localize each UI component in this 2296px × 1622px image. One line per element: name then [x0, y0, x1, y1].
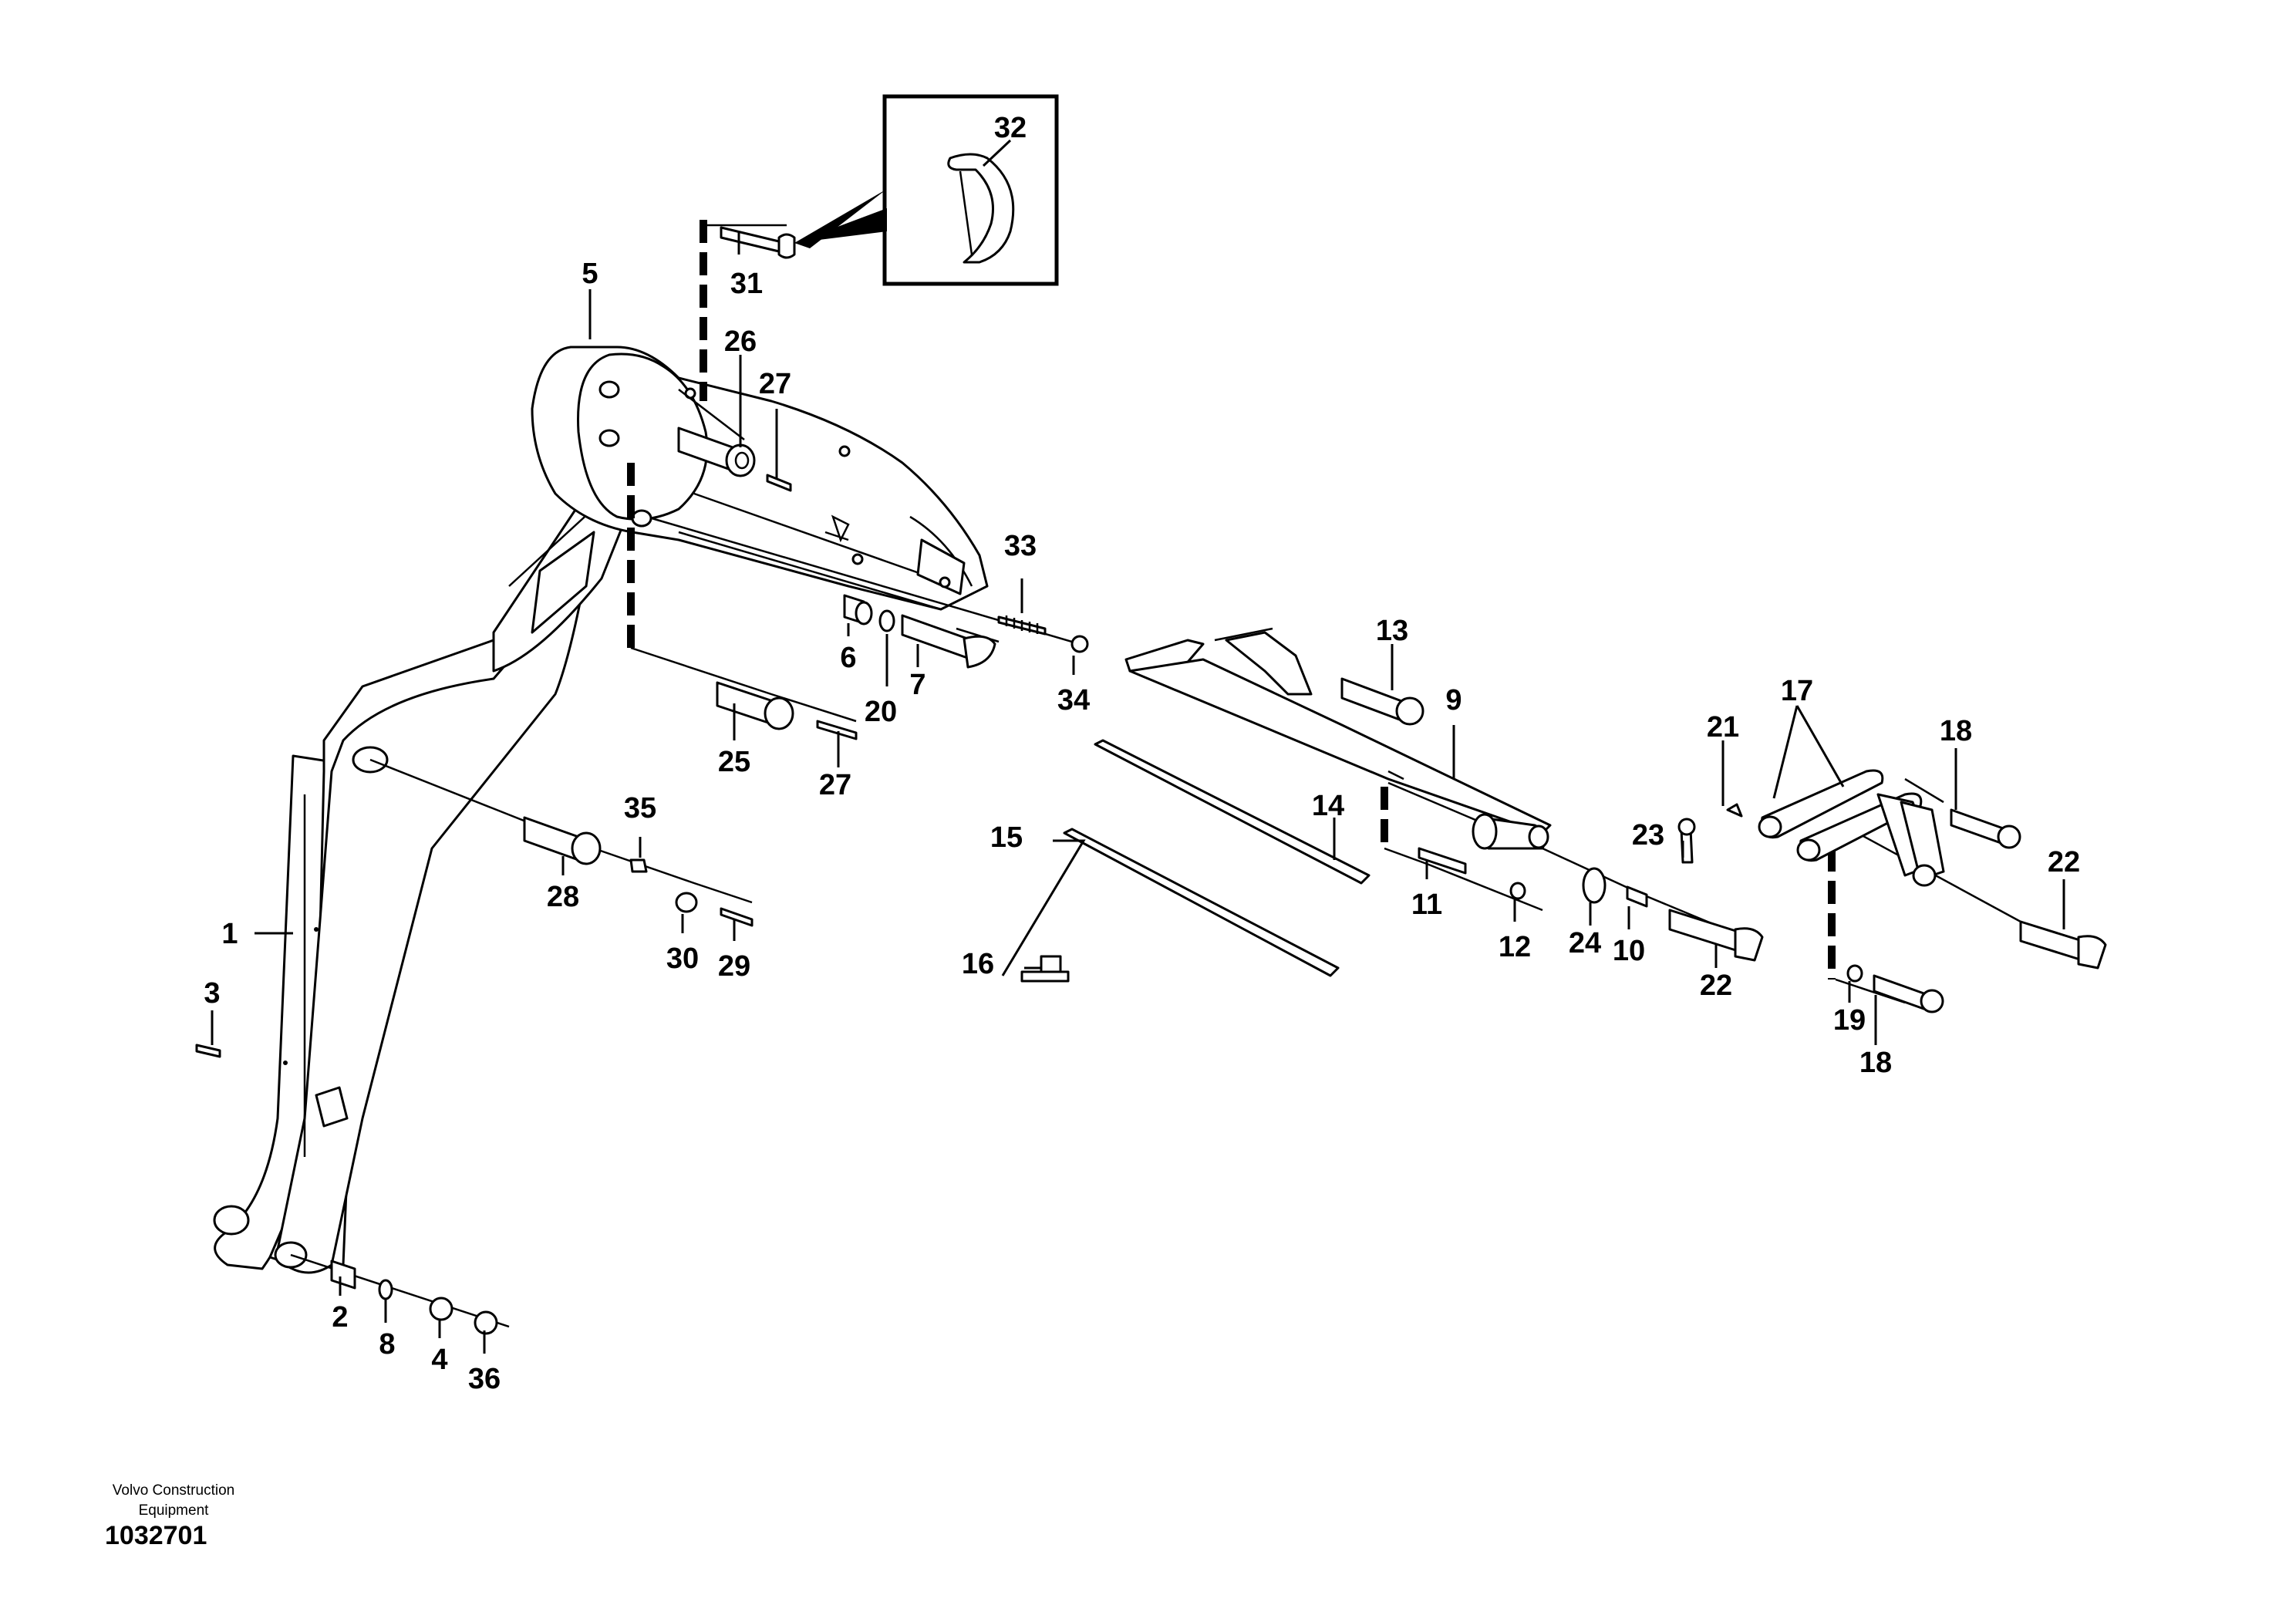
callout-12: 12 [1499, 931, 1531, 963]
callout-10: 10 [1613, 935, 1645, 967]
link-group [1726, 769, 2107, 1013]
footer-company-line2: Equipment [138, 1502, 209, 1519]
detail-inset-box [794, 94, 1059, 286]
callout-22-mid: 22 [1700, 969, 1732, 1002]
callout-1: 1 [221, 918, 238, 950]
callout-25: 25 [718, 746, 750, 778]
callout-19: 19 [1833, 1004, 1866, 1037]
callout-24: 24 [1569, 927, 1601, 959]
callout-18-bottom: 18 [1859, 1047, 1892, 1079]
callout-34: 34 [1057, 684, 1090, 717]
callout-4: 4 [431, 1344, 447, 1376]
callout-7: 7 [909, 669, 925, 701]
callout-8: 8 [379, 1328, 395, 1361]
callout-33: 33 [1004, 530, 1037, 562]
callout-3: 3 [204, 977, 220, 1010]
callout-16: 16 [962, 948, 994, 980]
cylinder-group [1124, 627, 1764, 962]
callout-30: 30 [666, 943, 699, 975]
footer-company: Volvo Construction Equipment [73, 1481, 274, 1521]
arm-part [531, 346, 989, 611]
callout-labels: 5 26 27 32 31 33 34 6 20 7 25 27 35 28 3… [204, 112, 2080, 1395]
illustration-number: 1032701 [105, 1521, 207, 1550]
boom-part [213, 477, 634, 1274]
callout-29: 29 [718, 950, 750, 983]
callout-23: 23 [1632, 819, 1664, 851]
callout-14: 14 [1312, 790, 1344, 822]
callout-15: 15 [990, 821, 1023, 854]
callout-20: 20 [865, 696, 897, 728]
callout-2: 2 [332, 1301, 348, 1334]
callout-35: 35 [624, 792, 656, 824]
footer-company-line1: Volvo Construction [112, 1482, 235, 1499]
callout-leaders [211, 139, 2065, 1354]
callout-21: 21 [1707, 711, 1739, 744]
callout-36: 36 [468, 1363, 501, 1395]
callout-6: 6 [840, 642, 856, 674]
callout-18-top: 18 [1940, 715, 1972, 747]
callout-27-top: 27 [759, 368, 791, 400]
hardware-parts [195, 226, 1089, 1335]
hoses [1020, 739, 1371, 983]
callout-26: 26 [724, 325, 757, 358]
callout-31: 31 [730, 268, 763, 300]
assembly-dash-lines [627, 220, 1836, 980]
callout-5: 5 [582, 258, 598, 290]
callout-9: 9 [1445, 684, 1462, 717]
callout-11: 11 [1411, 889, 1442, 921]
callout-13: 13 [1376, 615, 1408, 647]
callout-22-right: 22 [2048, 846, 2080, 878]
callout-27-mid: 27 [819, 769, 851, 801]
assembly-thin-lines [290, 224, 2021, 1328]
callout-28: 28 [547, 881, 579, 913]
callout-32: 32 [994, 112, 1027, 144]
callout-17: 17 [1781, 675, 1813, 707]
